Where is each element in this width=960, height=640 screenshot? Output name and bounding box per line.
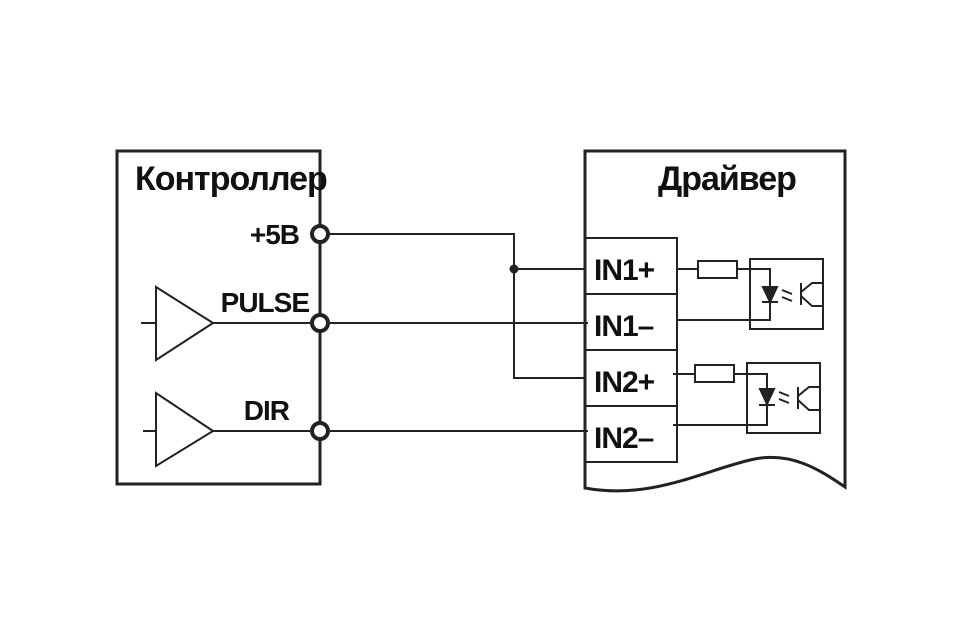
pin-label-plus5v: +5В [250,219,299,250]
terminal-label-in1p: IN1+ [594,254,655,287]
controller-title: Контроллер [135,160,327,198]
optocoupler-box [746,362,821,434]
optocoupler-box [749,258,824,330]
optocoupler-channel-1 [677,258,824,330]
pin-label-dir: DIR [244,395,290,426]
driver-box [583,149,847,493]
pin-label-pulse: PULSE [221,287,310,318]
led-icon [758,388,776,407]
phototransistor-icon [800,282,823,307]
wire-plus5v [330,233,585,379]
pulse-buffer-icon [141,285,310,362]
terminal-plus5v-icon [310,224,330,244]
led-icon [761,286,779,305]
phototransistor-icon [797,386,820,411]
terminal-label-in2p: IN2+ [594,366,655,399]
resistor-icon [697,260,738,279]
dir-buffer-icon [143,391,310,468]
resistor-icon [694,364,735,383]
terminal-pulse-icon [310,313,330,333]
junction-dot [509,264,519,274]
driver-title: Драйвер [658,160,796,198]
terminal-label-in1m: IN1– [594,310,654,343]
optocoupler-channel-2 [673,362,821,434]
terminal-dir-icon [310,421,330,441]
terminal-label-in2m: IN2– [594,422,654,455]
terminal-block [584,237,678,463]
